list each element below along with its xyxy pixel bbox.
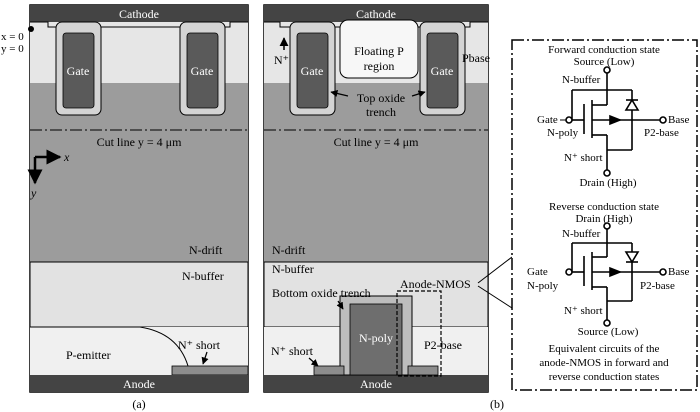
inset-frame	[511, 39, 698, 391]
bottom-oxide-arrow	[336, 300, 344, 310]
n-poly-block	[349, 303, 403, 376]
reverse-nshort: N⁺ short	[564, 305, 603, 317]
n-short-arrow-b	[308, 357, 319, 367]
p-emitter-junction	[30, 326, 189, 375]
top-oxide-arrow-right	[411, 90, 426, 98]
anode-label-a: Anode	[123, 377, 155, 391]
n-plus-label: N⁺	[274, 53, 289, 67]
p2-base-label: P2-base	[424, 338, 462, 352]
n-drift-label-a: N-drift	[189, 243, 223, 257]
forward-source: Source (Low)	[574, 56, 635, 68]
inset-caption-1: Equivalent circuits of the	[549, 343, 660, 355]
inset-caption-2: anode-NMOS in forward and	[539, 357, 669, 369]
caption-b: (b)	[490, 397, 504, 411]
forward-npoly: N-poly	[547, 127, 579, 139]
reverse-nbuffer: N-buffer	[562, 228, 601, 240]
forward-drain: Drain (High)	[579, 177, 636, 189]
gate-left	[62, 32, 95, 109]
forward-gate: Gate	[537, 114, 558, 126]
forward-p2base: P2-base	[644, 127, 679, 139]
cathode-label-a: Cathode	[119, 7, 159, 21]
forward-nshort: N⁺ short	[564, 152, 603, 164]
reverse-p2base: P2-base	[640, 280, 675, 292]
top-oxide-arrow-left	[330, 89, 349, 97]
floating-p-region	[339, 19, 419, 79]
anode-label-b: Anode	[360, 377, 392, 391]
panel-a: Cathode Anode Gate Gate x = 0 y = 0 Cut …	[1, 4, 249, 411]
forward-base: Base	[668, 114, 690, 126]
cut-line-label-b: Cut line y = 4 μm	[334, 135, 420, 149]
gate-right-label-a: Gate	[191, 64, 214, 78]
reverse-source: Source (Low)	[578, 326, 639, 338]
origin-x-label: x = 0	[1, 31, 24, 43]
cathode-bar-b	[264, 5, 488, 22]
cut-line-label-a: Cut line y = 4 μm	[97, 135, 183, 149]
inset-connector-top	[477, 256, 513, 284]
n-short-label-a: N⁺ short	[178, 338, 221, 352]
reverse-drain: Drain (High)	[575, 213, 632, 225]
n-buffer-region	[29, 261, 249, 328]
n-short-region	[171, 365, 249, 376]
cathode-bar	[30, 5, 248, 22]
gate-left-b	[296, 32, 329, 109]
n-short-region-b	[313, 365, 345, 376]
floating-p-label-1: Floating P	[354, 44, 404, 58]
cathode-oxide-step	[30, 21, 248, 28]
reverse-circuit	[565, 222, 667, 327]
gate-right-b	[426, 32, 459, 109]
n-buffer-label-a: N-buffer	[182, 269, 224, 283]
gate-right	[186, 32, 219, 109]
anode-bar	[30, 375, 248, 392]
axis-x-label: x	[63, 150, 70, 164]
pbase-label: Pbase	[462, 51, 490, 65]
anode-bar-b	[264, 375, 488, 392]
n-drift-label-b: N-drift	[272, 243, 306, 257]
panel-b: Cathode Anode Gate Gate Floating P regio…	[263, 4, 504, 411]
p-emitter-label: P-emitter	[66, 348, 111, 362]
top-oxide-label-1: Top oxide	[357, 91, 405, 105]
bottom-oxide-label: Bottom oxide trench	[272, 286, 371, 300]
inset-caption-3: reverse conduction states	[549, 371, 660, 383]
axis-y-label: y	[30, 186, 37, 200]
n-short-region-b-right	[407, 365, 439, 376]
forward-title: Forward conduction state	[548, 44, 660, 56]
forward-nbuffer: N-buffer	[562, 74, 601, 86]
cathode-label-b: Cathode	[356, 7, 396, 21]
origin-marker	[28, 26, 34, 32]
gate-right-label-b: Gate	[431, 64, 454, 78]
equivalent-circuit-inset: Forward conduction state Source (Low) N-…	[511, 39, 698, 391]
origin-y-label: y = 0	[1, 43, 24, 55]
n-poly-label: N-poly	[359, 331, 393, 345]
reverse-base: Base	[668, 266, 690, 278]
n-short-arrow-a	[201, 351, 209, 365]
reverse-npoly: N-poly	[527, 280, 559, 292]
reverse-title: Reverse conduction state	[549, 201, 659, 213]
n-buffer-label-b: N-buffer	[272, 262, 314, 276]
floating-p-label-2: region	[364, 59, 395, 73]
gate-left-label-b: Gate	[301, 64, 324, 78]
reverse-gate: Gate	[527, 266, 548, 278]
n-short-label-b: N⁺ short	[271, 344, 314, 358]
anode-nmos-label: Anode-NMOS	[400, 277, 471, 291]
inset-connector-bottom	[477, 285, 513, 309]
caption-a: (a)	[132, 397, 145, 411]
anode-nmos-box	[396, 290, 442, 377]
gate-left-label-a: Gate	[67, 64, 90, 78]
top-oxide-label-2: trench	[366, 105, 396, 119]
